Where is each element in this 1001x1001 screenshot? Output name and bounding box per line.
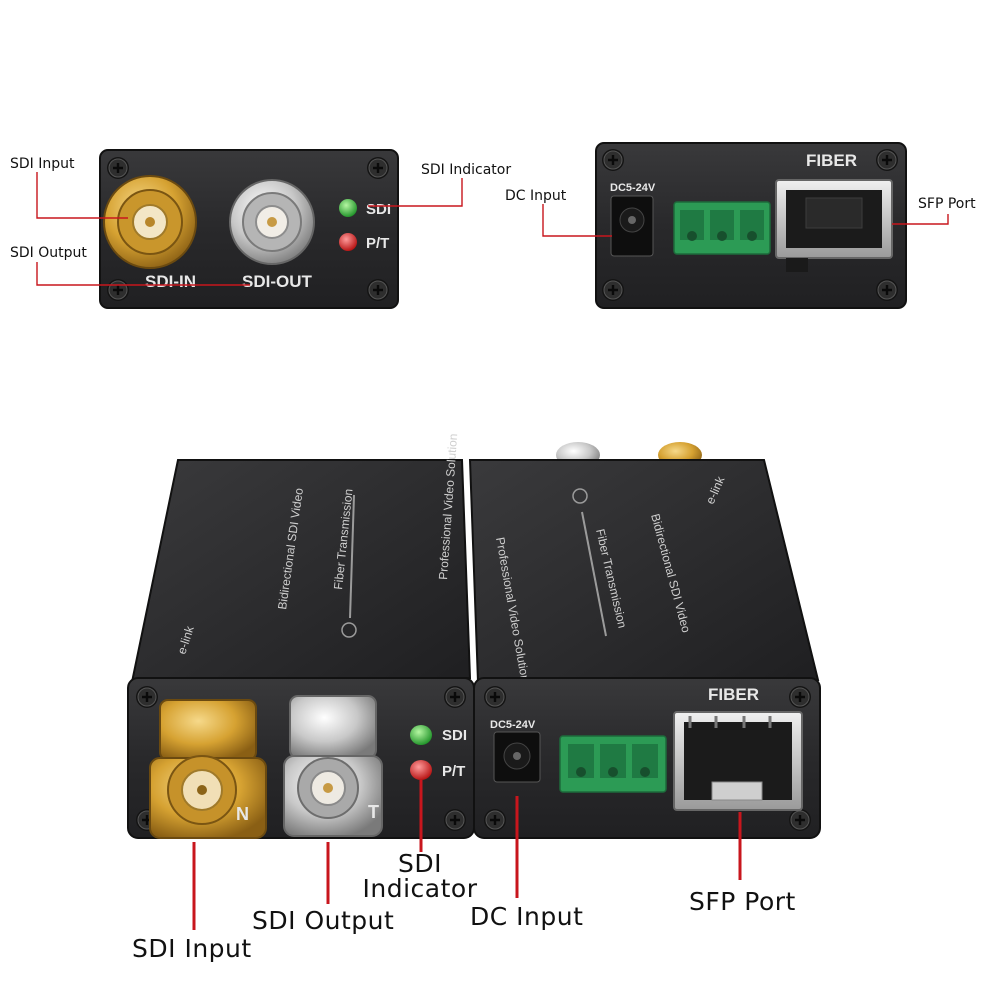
- sdi-input-label: SDI Input: [132, 934, 252, 963]
- sdi-in-port-label: SDI-IN: [145, 272, 196, 291]
- sdi-out-connector-icon: [229, 179, 315, 265]
- screw-icon: [482, 807, 508, 833]
- bottom-callouts: SDI Input SDI Output SDI Indicator DC In…: [132, 780, 796, 963]
- screw-icon: [874, 277, 900, 303]
- sdi-led-icon: [410, 725, 432, 745]
- sdi-out-port-label: SDI-OUT: [242, 272, 313, 291]
- sdi-output-label: SDI Output: [252, 906, 394, 935]
- fiber-circle-icon: [572, 488, 588, 504]
- screw-icon: [787, 807, 813, 833]
- sdi-led-icon: [339, 199, 357, 217]
- screw-icon: [365, 155, 391, 181]
- screw-icon: [134, 684, 160, 710]
- sdi-output-callout: SDI Output: [10, 245, 87, 261]
- sdi-led-label: SDI: [442, 727, 467, 744]
- unit-top-face: [468, 459, 820, 684]
- screw-icon: [600, 277, 626, 303]
- top-groove: [349, 494, 355, 619]
- unit-top-face: [130, 459, 472, 684]
- screw-icon: [874, 147, 900, 173]
- screw-icon: [787, 684, 813, 710]
- dc-jack-icon: [610, 195, 654, 257]
- sdi-in-connector-icon: [103, 175, 197, 269]
- power-label: DC5-24V: [610, 182, 656, 194]
- screw-icon: [105, 155, 131, 181]
- terminal-block-icon: [673, 201, 771, 255]
- sdi-indicator-callout: SDI Indicator: [421, 162, 511, 178]
- sdi-led-label: SDI: [366, 201, 391, 218]
- sdi-indicator-label-line2: Indicator: [363, 874, 478, 903]
- sfp-cage-icon: [775, 179, 893, 272]
- dc-input-callout: DC Input: [505, 188, 567, 204]
- sdi-in-port-label: N: [236, 804, 249, 824]
- pt-led-icon: [410, 760, 432, 780]
- screw-icon: [442, 684, 468, 710]
- bottom-left-unit: e-link Bidirectional SDI Video Fiber Tra…: [127, 433, 475, 839]
- power-label: DC5-24V: [490, 719, 536, 731]
- sfp-cage-icon: [673, 711, 803, 811]
- fiber-label: FIBER: [708, 685, 759, 704]
- top-right-callouts: DC Input SFP Port: [505, 188, 976, 237]
- screw-icon: [365, 277, 391, 303]
- screw-icon: [105, 277, 131, 303]
- sdi-out-port-label: T: [368, 802, 379, 822]
- pt-led-label: P/T: [442, 763, 465, 780]
- fiber-circle-icon: [341, 622, 357, 638]
- sdi-indicator-label-line1: SDI: [398, 849, 442, 878]
- sdi-input-callout: SDI Input: [10, 156, 75, 172]
- pt-led-icon: [339, 233, 357, 251]
- sdi-in-bnc-icon: [149, 699, 267, 839]
- sdi-out-bnc-icon: [283, 695, 383, 837]
- sfp-port-callout: SFP Port: [918, 196, 976, 212]
- bottom-right-unit: e-link Bidirectional SDI Video Fiber Tra…: [468, 442, 821, 839]
- pt-led-label: P/T: [366, 235, 389, 252]
- top-left-panel: SDI-IN SDI-OUT SDI P/T: [99, 149, 399, 309]
- sfp-port-label: SFP Port: [689, 887, 796, 916]
- screw-icon: [600, 147, 626, 173]
- top-left-callouts: SDI Input SDI Output SDI Indicator: [10, 156, 511, 286]
- dc-input-label: DC Input: [470, 902, 583, 931]
- top-groove: [581, 511, 607, 637]
- fiber-label: FIBER: [806, 151, 857, 170]
- terminal-block-icon: [559, 735, 667, 793]
- screw-icon: [482, 684, 508, 710]
- screw-icon: [442, 807, 468, 833]
- top-right-panel: DC5-24V FIBER: [595, 142, 907, 309]
- dc-jack-icon: [493, 731, 541, 783]
